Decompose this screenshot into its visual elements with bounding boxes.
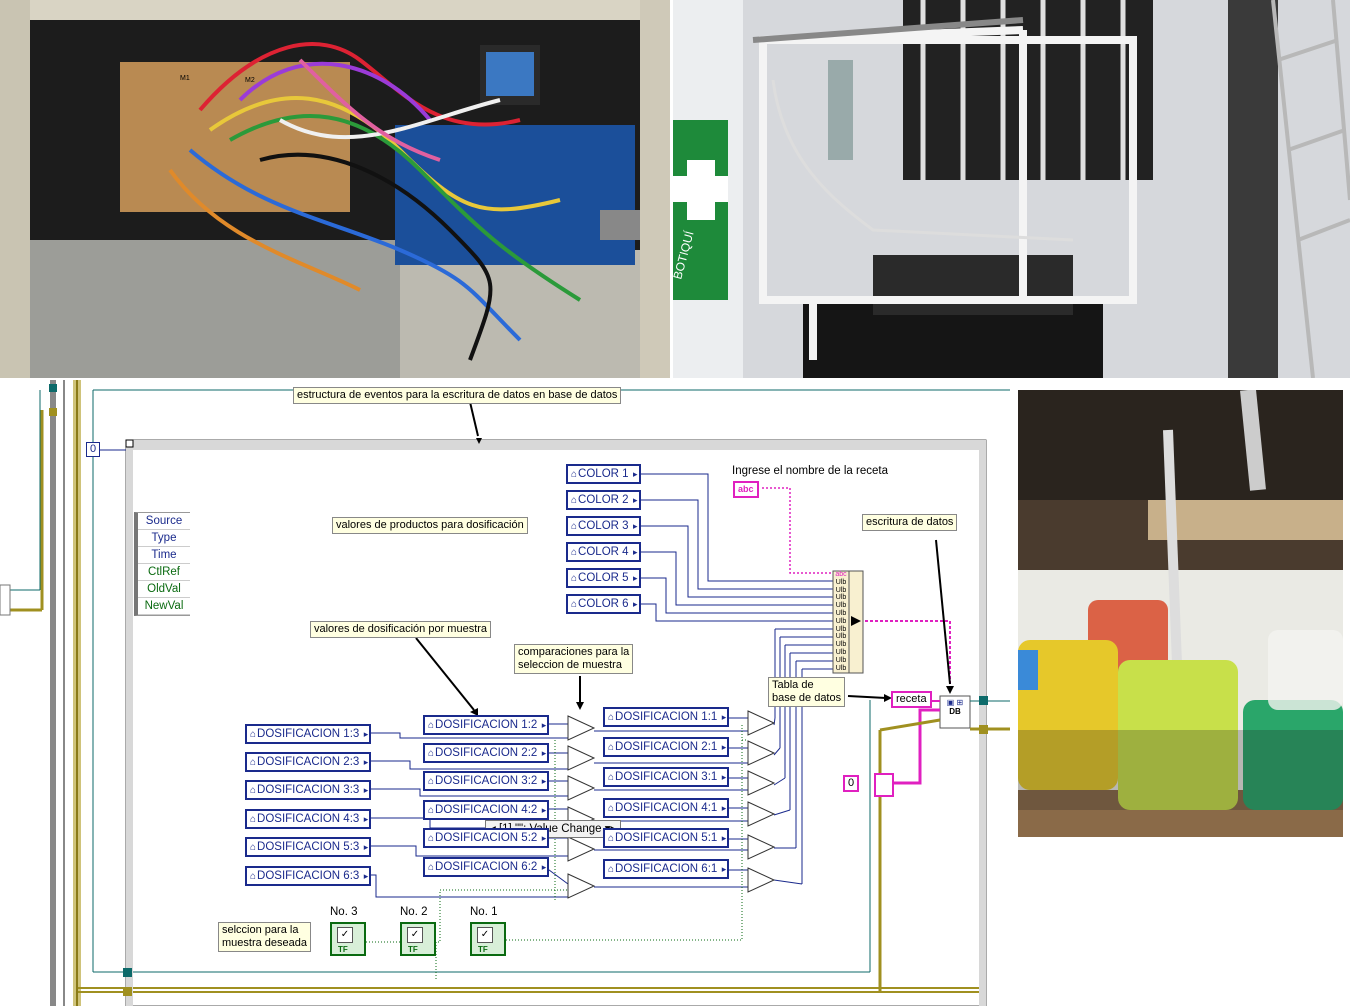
dosing-6-2-control[interactable]: ⌂DOSIFICACION 6:2▸ [423,857,550,877]
dosing-4-3-control[interactable]: ⌂DOSIFICACION 4:3▸ [245,809,372,829]
dosing-label: valores de dosificación por muestra [310,621,492,638]
color-1-control[interactable]: ⌂COLOR 1▸ [566,464,641,484]
color-2-control[interactable]: ⌂COLOR 2▸ [566,490,641,510]
index-constant[interactable]: 0 [843,775,860,792]
dosing-6-1-control[interactable]: ⌂DOSIFICACION 6:1▸ [603,859,730,879]
dosing-1-2-control[interactable]: ⌂DOSIFICACION 1:2▸ [423,715,550,735]
compare-label: comparaciones para la seleccion de muest… [514,644,634,674]
jar-yellow [1018,640,1118,790]
event-ctlref: CtlRef [138,564,190,581]
dosing-3-1-control[interactable]: ⌂DOSIFICACION 3:1▸ [603,767,730,787]
checkbox-icon: ✓ [477,927,493,943]
db-insert-icon[interactable]: ▣ ⊞ DB [946,698,964,716]
dosing-3-3-control[interactable]: ⌂DOSIFICACION 3:3▸ [245,780,372,800]
selector-3-label: No. 3 [330,906,358,918]
recipe-prompt-text: Ingrese el nombre de la receta [732,465,888,477]
jars-photo [1018,390,1343,837]
jar-green-yellow [1118,660,1238,810]
products-label: valores de productos para dosificación [332,517,528,534]
dosing-1-1-control[interactable]: ⌂DOSIFICACION 1:1▸ [603,707,730,727]
checkbox-icon: ✓ [407,927,423,943]
svg-text:M1: M1 [180,75,190,82]
color-3-control[interactable]: ⌂COLOR 3▸ [566,516,641,536]
array-indicator [874,773,894,797]
electronics-photo: M1 M2 [0,0,670,378]
iteration-constant[interactable]: 0 [86,442,101,457]
event-data-node: Source Type Time CtlRef OldVal NewVal [134,512,190,616]
dosing-2-1-control[interactable]: ⌂DOSIFICACION 2:1▸ [603,737,730,757]
dosing-frame-photo: BOTIQUÍ [673,0,1350,378]
recipe-name-control[interactable]: abc [733,481,759,498]
table-label: Tabla de base de datos [768,677,846,707]
selector-3-toggle[interactable]: ✓TF [330,922,366,956]
dosing-5-1-control[interactable]: ⌂DOSIFICACION 5:1▸ [603,828,730,848]
table-name-constant[interactable]: receta [891,691,932,708]
event-oldval: OldVal [138,581,190,598]
color-4-control[interactable]: ⌂COLOR 4▸ [566,542,641,562]
event-time: Time [138,547,190,564]
dosing-2-3-control[interactable]: ⌂DOSIFICACION 2:3▸ [245,752,372,772]
dosing-5-2-control[interactable]: ⌂DOSIFICACION 5:2▸ [423,828,550,848]
selector-2-label: No. 2 [400,906,428,918]
event-newval: NewVal [138,598,190,615]
select-label: selccion para la muestra deseada [218,922,311,952]
dosing-2-2-control[interactable]: ⌂DOSIFICACION 2:2▸ [423,743,550,763]
color-5-control[interactable]: ⌂COLOR 5▸ [566,568,641,588]
write-label: escritura de datos [862,514,958,531]
selector-2-toggle[interactable]: ✓TF [400,922,436,956]
color-6-control[interactable]: ⌂COLOR 6▸ [566,594,641,614]
dosing-1-3-control[interactable]: ⌂DOSIFICACION 1:3▸ [245,724,372,744]
jar-green [1243,700,1343,810]
block-diagram: estructura de eventos para la escritura … [0,380,1010,1006]
dosing-3-2-control[interactable]: ⌂DOSIFICACION 3:2▸ [423,771,550,791]
dosing-6-3-control[interactable]: ⌂DOSIFICACION 6:3▸ [245,866,372,886]
event-source: Source [138,513,190,530]
svg-text:M2: M2 [245,77,255,84]
event-structure-label: estructura de eventos para la escritura … [293,387,622,404]
arduino-board [395,125,635,265]
checkbox-icon: ✓ [337,927,353,943]
selector-1-label: No. 1 [470,906,498,918]
dosing-4-1-control[interactable]: ⌂DOSIFICACION 4:1▸ [603,798,730,818]
event-type: Type [138,530,190,547]
dosing-4-2-control[interactable]: ⌂DOSIFICACION 4:2▸ [423,800,550,820]
dosing-5-3-control[interactable]: ⌂DOSIFICACION 5:3▸ [245,837,372,857]
selector-1-toggle[interactable]: ✓TF [470,922,506,956]
